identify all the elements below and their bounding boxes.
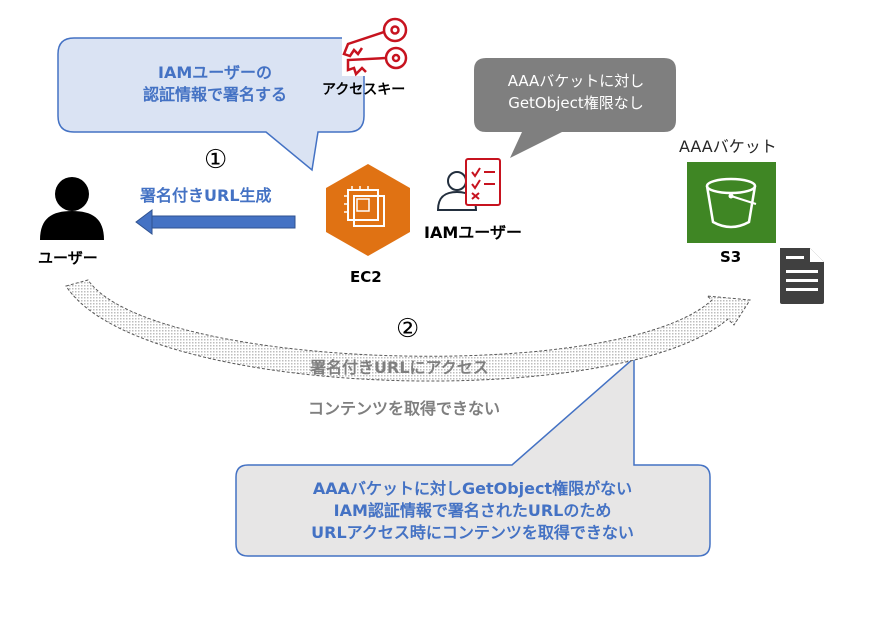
callout-line: URLアクセス時にコンテンツを取得できない [311,523,634,542]
ec2-instance-icon [326,164,410,256]
s3-label: S3 [720,248,742,266]
explanation-callout-text: AAAバケットに対しGetObject権限がない IAM認証情報で署名されたUR… [235,478,710,544]
step2-label: 署名付きURLにアクセス [310,358,489,377]
iam-user-label: IAMユーザー [424,223,522,242]
document-icon [780,248,824,304]
callout-line: IAMユーザーの [158,63,272,82]
user-label: ユーザー [38,249,98,267]
s3-bucket-icon [687,162,776,243]
callout-line: AAAバケットに対し [507,72,645,90]
key-icon [342,14,412,77]
step2-result-label: コンテンツを取得できない [308,399,501,418]
callout-line: 認証情報で署名する [142,85,287,104]
user-silhouette-icon [40,177,104,240]
bucket-name-label: AAAバケット [679,137,777,156]
iam-user-icon [436,158,501,211]
generate-url-arrow [135,209,296,235]
callout-line: AAAバケットに対しGetObject権限がない [312,479,633,498]
callout-line: GetObject権限なし [508,94,644,112]
iam-signing-callout-text: IAMユーザーの 認証情報で署名する [70,62,360,106]
step1-label: 署名付きURL生成 [140,186,272,205]
callout-line: IAM認証情報で署名されたURLのため [333,501,612,520]
ec2-label: EC2 [350,268,382,286]
explanation-callout [235,356,711,557]
no-permission-callout-text: AAAバケットに対し GetObject権限なし [476,70,676,114]
no-permission-callout [474,58,676,158]
access-key-label: アクセスキー [322,82,406,98]
access-curved-arrow [65,279,751,382]
step1-number: ① [204,145,228,175]
step2-number: ② [396,314,420,344]
